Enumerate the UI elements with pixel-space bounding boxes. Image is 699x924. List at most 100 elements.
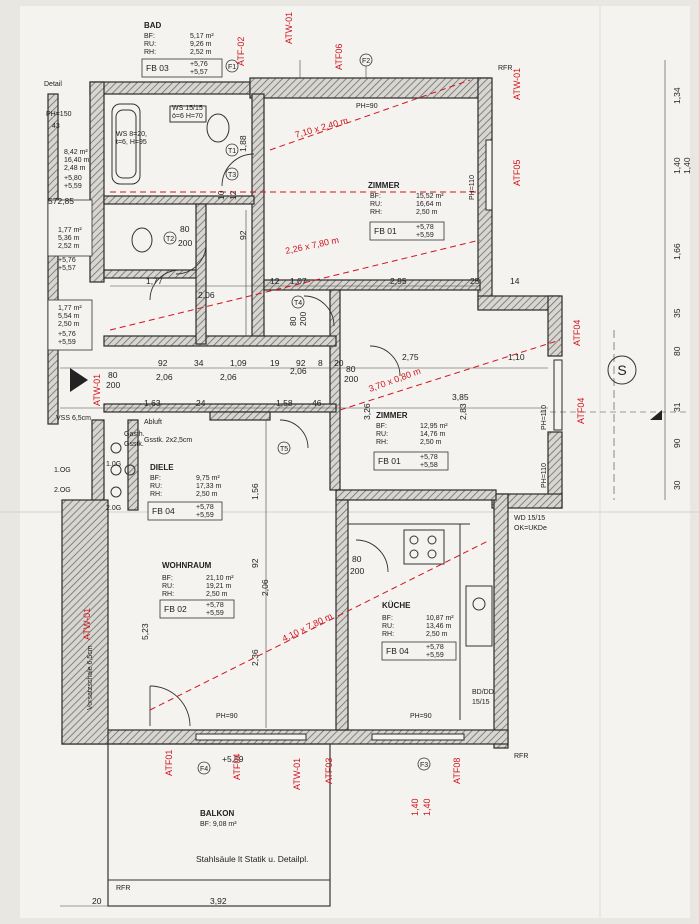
red-markup-line xyxy=(269,79,471,151)
field-label: BF: xyxy=(150,475,161,482)
room-name-bad: BAD xyxy=(144,21,162,30)
height-value: +5,59 xyxy=(58,339,76,346)
dimension-text: 30 xyxy=(672,480,682,490)
red-handwritten-note: ATW-01 xyxy=(292,758,302,790)
annotation: Abluft xyxy=(144,419,162,426)
axis-label: F1 xyxy=(228,64,236,71)
red-handwritten-note: 1,40 xyxy=(422,798,432,816)
room-bf: 10,87 m² xyxy=(426,615,454,622)
toilet xyxy=(131,227,153,253)
wall xyxy=(103,335,337,347)
height-value: +5,78 xyxy=(420,454,438,461)
annotation: PH=110 xyxy=(541,463,548,488)
axis-label: T2 xyxy=(166,236,174,243)
dimension-text: 1,40 xyxy=(672,157,682,174)
annotation: Detail xyxy=(44,81,62,88)
room-tag-box xyxy=(381,641,457,661)
red-handwritten-note: ATF05 xyxy=(512,160,522,186)
dimension-text: 2,06 xyxy=(220,372,237,382)
annotation: ö=6 H=70 xyxy=(172,113,203,120)
dimension-text: 1,34 xyxy=(672,87,682,104)
axis-label: T4 xyxy=(294,300,302,307)
dimension-text: 5,23 xyxy=(140,623,150,640)
field-label: RU: xyxy=(162,583,174,590)
room-name-wohnraum: WOHNRAUM xyxy=(162,561,212,570)
window xyxy=(485,139,493,211)
dimension-text: 1,58 xyxy=(276,398,293,408)
room-rh: 2,50 m xyxy=(416,209,438,216)
room-bf: 8,42 m² xyxy=(64,149,88,156)
dimension-text: 80 xyxy=(108,370,118,380)
room-rh: 2,48 m xyxy=(64,165,86,172)
dimension-text: 2,06 xyxy=(156,372,173,382)
annotation: WS 15/15 xyxy=(172,105,203,112)
dimension-text: 92 xyxy=(296,358,306,368)
annotation: WD 15/15 xyxy=(514,515,545,522)
red-handwritten-note: 1,40 xyxy=(410,798,420,816)
wall xyxy=(47,93,59,425)
height-value: +5,76 xyxy=(190,61,208,68)
red-handwritten-note: ATW-01 xyxy=(82,608,92,640)
annotation: Gasth. xyxy=(124,431,145,438)
dimension-text: 35 xyxy=(672,308,682,318)
room-tag-box xyxy=(373,451,449,471)
annotation: 15/15 xyxy=(472,699,490,706)
room-bf: 15,52 m² xyxy=(416,193,444,200)
room-ru: 14,76 m xyxy=(420,431,445,438)
sink xyxy=(465,585,493,647)
annotation: 1.OG xyxy=(54,467,71,474)
bathtub-inner xyxy=(115,109,137,179)
door-swing xyxy=(303,295,335,327)
dimension-text: 34 xyxy=(194,358,204,368)
door-swing xyxy=(355,539,389,573)
height-value: +5,78 xyxy=(206,602,224,609)
red-handwritten-note: ATF06 xyxy=(334,44,344,70)
floor-code: FB 04 xyxy=(152,506,175,516)
annotation: RFR xyxy=(116,885,130,892)
field-label: RH: xyxy=(370,209,382,216)
dimension-text: 200 xyxy=(350,566,364,576)
dimension-text: 3,92 xyxy=(210,896,227,906)
annotation: 1.0G xyxy=(106,461,121,468)
dimension-text: 80 xyxy=(672,346,682,356)
annotation: PH=150 xyxy=(46,111,72,118)
axis-label: F4 xyxy=(200,766,208,773)
room-ru: 5,36 m xyxy=(58,235,80,242)
floor-code: FB 03 xyxy=(146,63,169,73)
wall xyxy=(89,81,105,283)
field-label: BF: xyxy=(370,193,381,200)
height-value: +5,80 xyxy=(64,175,82,182)
axis-label: T5 xyxy=(280,446,288,453)
room-rh: 2,50 m xyxy=(206,591,228,598)
room-bf: BF: 9,08 m² xyxy=(200,821,237,828)
room-bf: 9,75 m² xyxy=(196,475,220,482)
field-label: RU: xyxy=(144,41,156,48)
sink-bowl xyxy=(472,597,486,611)
dimension-text: 80 xyxy=(288,316,298,326)
axis-marker xyxy=(197,761,211,775)
dimension-text: 2,95 xyxy=(390,276,407,286)
meter xyxy=(110,442,122,454)
room-bf: 12,95 m² xyxy=(420,423,448,430)
dimension-text: 46 xyxy=(312,398,322,408)
annotation: RFR xyxy=(514,753,528,760)
axis-marker xyxy=(291,295,305,309)
dimension-text: 3,85 xyxy=(452,392,469,402)
height-value: +5,78 xyxy=(426,644,444,651)
bathtub xyxy=(111,103,141,185)
dimension-text: 20 xyxy=(92,896,102,906)
annotation: PH=110 xyxy=(541,405,548,430)
wall xyxy=(195,203,207,345)
room-bf: 5,17 m² xyxy=(190,33,214,40)
dimension-text: 1,56 xyxy=(250,483,260,500)
red-handwritten-note: ATW-01 xyxy=(92,374,102,406)
dimension-text: 1,77 xyxy=(146,276,163,286)
annotation: PH=90 xyxy=(410,713,432,720)
room-rh: 2,50 m xyxy=(196,491,218,498)
meter xyxy=(124,464,136,476)
floor-code: FB 01 xyxy=(374,226,397,236)
dimension-text: 1,66 xyxy=(672,243,682,260)
dimension-text: 1,09 xyxy=(230,358,247,368)
room-ru: 16,64 m xyxy=(416,201,441,208)
annotation: BD/DD xyxy=(472,689,494,696)
